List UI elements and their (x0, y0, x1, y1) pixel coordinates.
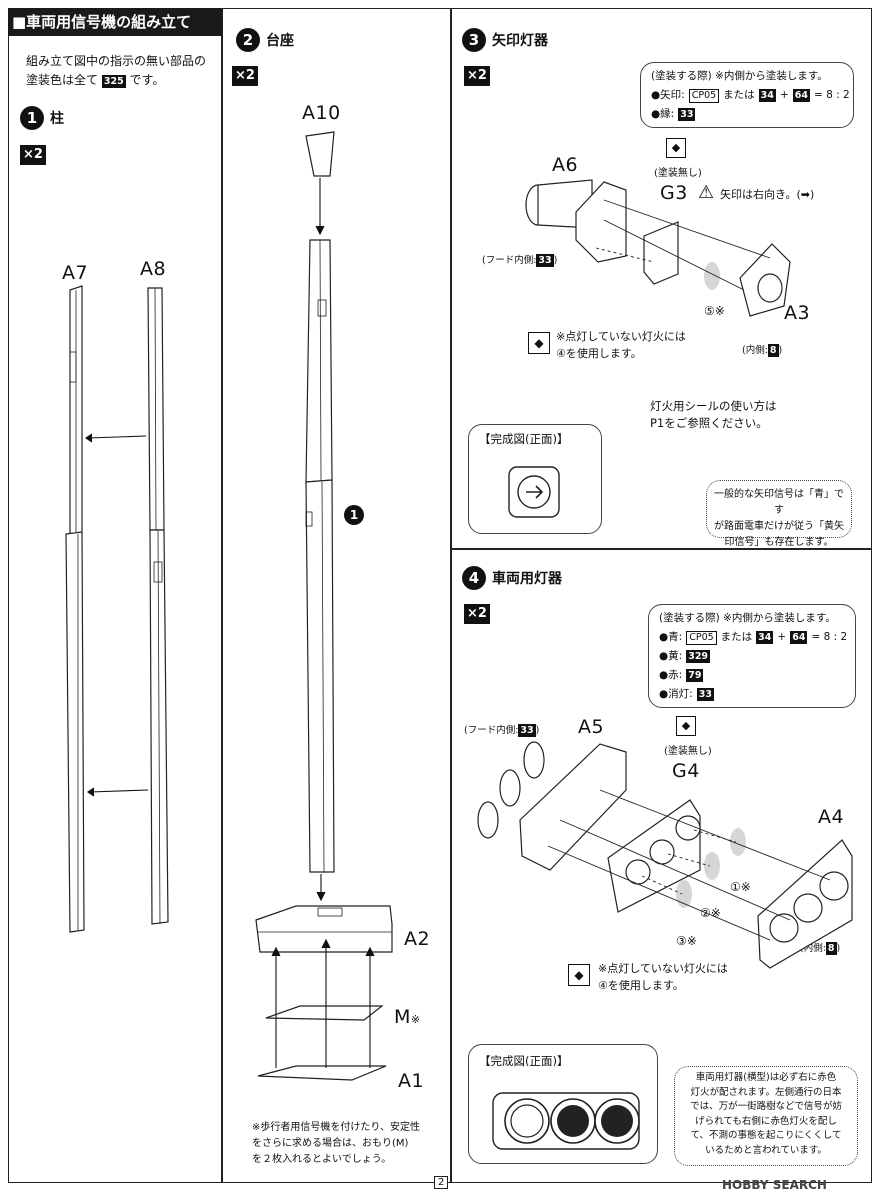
step-number: 1 (20, 106, 44, 130)
step-title: 台座 (266, 33, 294, 49)
info-box-vehicle: 車両用灯器(横型)は必ず右に赤色灯火が配されます。左側通行の日本では、万が一街路… (674, 1066, 858, 1166)
no-paint-icon: ◆ (666, 138, 686, 158)
arrow-lamp-diagram (525, 179, 791, 317)
no-paint-label: (塗装無し) (654, 168, 702, 179)
part-label-a1: A1 (398, 1070, 425, 1092)
part-label-a8: A8 (140, 258, 167, 280)
part-label-a5: A5 (578, 716, 605, 738)
step-title: 矢印灯器 (492, 33, 548, 49)
part-label-a7: A7 (62, 262, 89, 284)
complete-view-box: 【完成図(正面)】 (468, 1044, 658, 1164)
step-number: 2 (236, 28, 260, 52)
quantity-badge: ×2 (464, 66, 490, 86)
warning-icon: ⚠ (698, 182, 715, 203)
fill-icon: ◆ (528, 332, 550, 354)
step1-heading: 1 柱 (20, 106, 64, 130)
part-label-a3: A3 (784, 302, 811, 324)
fill-icon: ◆ (568, 964, 590, 986)
step-number: 4 (462, 566, 486, 590)
warning-text: 矢印は右向き。(➡) (720, 188, 815, 201)
inner-note: (内側:8) (742, 344, 783, 357)
base-diagram (255, 131, 393, 1081)
part-label-a2: A2 (404, 928, 431, 950)
color-chip: 325 (101, 75, 126, 88)
vehicle-lamp-front (492, 1092, 640, 1150)
no-paint-icon: ◆ (676, 716, 696, 736)
pillar-diagram (65, 285, 169, 933)
mark-1: ①※ (730, 880, 751, 894)
mark-3: ③※ (676, 934, 697, 948)
hood-note: (フード内側:33) (464, 724, 540, 737)
complete-view-title: 【完成図(正面)】 (479, 432, 569, 446)
divider-col2 (450, 8, 452, 1183)
complete-view-title: 【完成図(正面)】 (479, 1054, 569, 1068)
part-label-g4: G4 (672, 760, 700, 782)
intro-note: 組み立て図中の指示の無い部品の 塗装色は全て 325 です。 (26, 52, 206, 90)
info-box-arrow: 一般的な矢印信号は「青」ですが路面電車だけが従う「黄矢印信号」も存在します。 (706, 480, 852, 548)
step4-heading: 4 車両用灯器 (462, 566, 562, 590)
step2-heading: 2 台座 (236, 28, 294, 52)
page-number: 2 (434, 1176, 449, 1189)
step-title: 柱 (50, 111, 64, 127)
divider-col1 (221, 8, 223, 1183)
intro-line2: 塗装色は全て 325 です。 (26, 73, 165, 88)
part-label-a4: A4 (818, 806, 845, 828)
part-label-a10: A10 (302, 102, 341, 124)
part-label-a6: A6 (552, 154, 579, 176)
step2-note: ※歩行者用信号機を付けたり、安定性をさらに求める場合は、おもり(M)を２枚入れる… (252, 1122, 420, 1165)
hood-note: (フード内側:33) (482, 254, 558, 267)
divider-right (450, 548, 872, 550)
quantity-badge: ×2 (20, 145, 46, 165)
quantity-badge: ×2 (464, 604, 490, 624)
step-number: 3 (462, 28, 486, 52)
mark-5: ⑤※ (704, 304, 725, 318)
arrow-lamp-front (508, 466, 560, 518)
step3-heading: 3 矢印灯器 (462, 28, 548, 52)
step-title: 車両用灯器 (492, 571, 562, 587)
step1-reference: 1 (344, 505, 364, 525)
section-header: ■車両用信号機の組み立て (8, 8, 222, 36)
watermark: HOBBY SEARCH (722, 1178, 827, 1192)
intro-line1: 組み立て図中の指示の無い部品の (26, 54, 207, 68)
part-label-m: M※ (394, 1006, 421, 1028)
no-paint-label: (塗装無し) (664, 746, 712, 757)
part-label-g3: G3 (660, 182, 688, 204)
quantity-badge: ×2 (232, 66, 258, 86)
complete-view-box: 【完成図(正面)】 (468, 424, 602, 534)
inner-note: (内側:8) (800, 942, 841, 955)
